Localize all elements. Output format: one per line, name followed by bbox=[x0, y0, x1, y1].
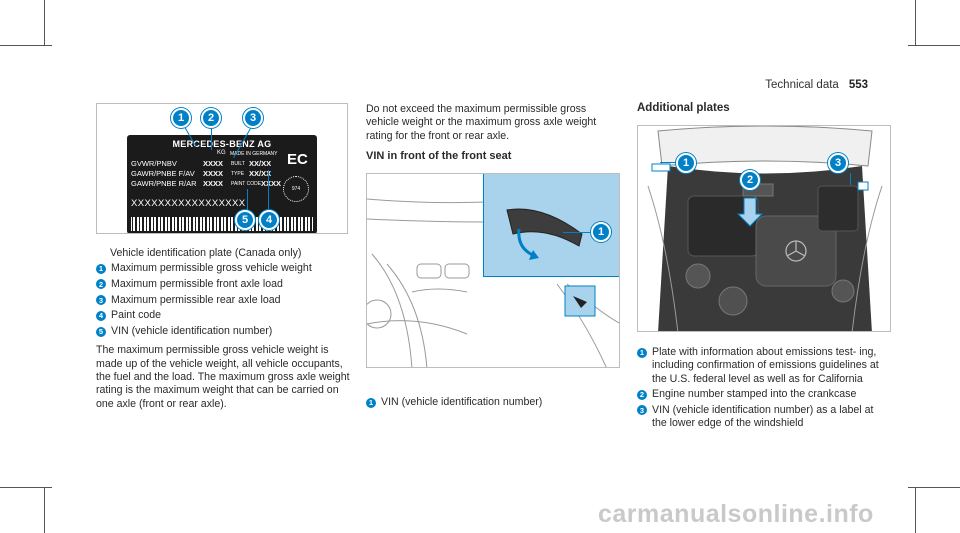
callout-5: 5 bbox=[235, 210, 255, 230]
list-item: 5 VIN (vehicle identification number) bbox=[96, 325, 351, 338]
callout-3: 3 bbox=[828, 153, 848, 173]
plate-kg: KG bbox=[217, 150, 226, 156]
item-number: 2 bbox=[96, 279, 106, 290]
item-text: Engine number stamped into the crankcase bbox=[652, 388, 857, 401]
list-item: 1 VIN (vehicle identification number) bbox=[366, 396, 620, 409]
list-item: 4 Paint code bbox=[96, 309, 351, 322]
item-text: Maximum permissible front axle load bbox=[111, 277, 283, 290]
crop-mark bbox=[915, 0, 916, 46]
plate-made-in: MADE IN GERMANY bbox=[230, 151, 278, 157]
callout-leader bbox=[247, 189, 248, 212]
callout-1: 1 bbox=[676, 153, 696, 173]
crop-mark bbox=[44, 0, 45, 46]
callout-1: 1 bbox=[591, 222, 611, 242]
column-3-legend: 1 Plate with information about emissions … bbox=[637, 346, 891, 433]
item-number: 2 bbox=[637, 389, 647, 400]
plate-company: MERCEDES-BENZ AG bbox=[172, 139, 272, 149]
callout-leader bbox=[850, 173, 851, 185]
item-number: 1 bbox=[96, 263, 106, 274]
crop-mark bbox=[908, 45, 960, 46]
callout-4: 4 bbox=[259, 210, 279, 230]
body-paragraph: The maximum permissible gross vehicle we… bbox=[96, 344, 350, 410]
callout-leader bbox=[563, 232, 593, 233]
item-number: 3 bbox=[637, 405, 647, 416]
crop-mark bbox=[908, 487, 960, 488]
callout-2: 2 bbox=[740, 170, 760, 190]
plate-figure: MERCEDES-BENZ AG KG MADE IN GERMANY GVWR… bbox=[96, 103, 348, 234]
column-2-text: Do not exceed the maximum permissible gr… bbox=[366, 103, 620, 169]
plate-barcode bbox=[131, 217, 313, 231]
seat-illustration bbox=[367, 198, 619, 367]
watermark: carmanualsonline.info bbox=[598, 500, 874, 528]
list-item: 2 Engine number stamped into the crankcas… bbox=[637, 388, 891, 401]
column-1-text: Vehicle identification plate (Canada onl… bbox=[96, 247, 351, 411]
identification-plate: MERCEDES-BENZ AG KG MADE IN GERMANY GVWR… bbox=[127, 135, 317, 233]
callout-1: 1 bbox=[171, 108, 191, 128]
list-item: 3 Maximum permissible rear axle load bbox=[96, 294, 351, 307]
vin-plate-detail bbox=[506, 208, 596, 317]
list-item: 1 Plate with information about emissions … bbox=[637, 346, 891, 386]
callout-leader bbox=[211, 125, 212, 150]
crop-mark bbox=[44, 487, 45, 533]
seat-figure: 1 bbox=[366, 173, 620, 368]
plate-row-label: GAWR/PNBE F/AV bbox=[131, 169, 195, 178]
certification-seal: 974 bbox=[283, 176, 309, 202]
plate-row-label: GAWR/PNBE R/AR bbox=[131, 179, 197, 188]
item-text: VIN (vehicle identification number) as a… bbox=[652, 403, 874, 430]
crop-mark bbox=[915, 487, 916, 533]
item-text: Plate with information about emissions t… bbox=[652, 346, 879, 385]
page-number: 553 bbox=[848, 79, 868, 91]
item-number: 1 bbox=[637, 347, 647, 358]
subheading: VIN in front of the front seat bbox=[366, 149, 512, 162]
figure-caption: Vehicle identification plate (Canada onl… bbox=[110, 247, 302, 259]
list-item: 3 VIN (vehicle identification number) as … bbox=[637, 404, 891, 431]
list-item: 2 Maximum permissible front axle load bbox=[96, 278, 351, 291]
callout-leader bbox=[660, 162, 678, 163]
plate-built-label: BUILT bbox=[231, 161, 245, 167]
column-2-legend: 1 VIN (vehicle identification number) bbox=[366, 396, 620, 412]
plate-paint-label: PAINT CODE bbox=[231, 181, 262, 187]
page-header: Technical data 553 bbox=[765, 79, 868, 91]
item-text: VIN (vehicle identification number) bbox=[381, 396, 543, 408]
callout-2: 2 bbox=[201, 108, 221, 128]
callout-leader bbox=[268, 170, 269, 212]
plate-row-value: XXXX bbox=[203, 179, 224, 188]
engine-bay-illustration bbox=[638, 126, 890, 331]
intro-paragraph: Do not exceed the maximum permissible gr… bbox=[366, 103, 597, 142]
section-heading: Additional plates bbox=[637, 102, 730, 114]
section-title: Technical data bbox=[765, 79, 839, 91]
item-number: 5 bbox=[96, 326, 106, 337]
item-number: 1 bbox=[366, 397, 376, 408]
item-number: 3 bbox=[96, 295, 106, 306]
plate-row-value: XXXX bbox=[203, 159, 224, 168]
engine-figure: 1 2 3 bbox=[637, 125, 891, 332]
crop-mark bbox=[0, 45, 52, 46]
ec-mark: EC bbox=[287, 151, 308, 168]
item-text: Maximum permissible gross vehicle weight bbox=[111, 262, 312, 275]
plate-row-value: XXXX bbox=[203, 169, 224, 178]
item-text: Maximum permissible rear axle load bbox=[111, 293, 281, 306]
plate-row-label: GVWR/PNBV bbox=[131, 159, 177, 168]
item-text: Paint code bbox=[111, 309, 162, 322]
item-text: VIN (vehicle identification number) bbox=[111, 325, 273, 338]
column-3-heading: Additional plates bbox=[637, 102, 891, 115]
item-number: 4 bbox=[96, 310, 106, 321]
plate-type-value: XX/XX bbox=[249, 169, 272, 178]
list-item: 1 Maximum permissible gross vehicle weigh… bbox=[96, 262, 351, 275]
crop-mark bbox=[0, 487, 52, 488]
callout-3: 3 bbox=[243, 108, 263, 128]
plate-built-value: XX/XX bbox=[249, 159, 272, 168]
plate-vin: XXXXXXXXXXXXXXXXX bbox=[131, 198, 246, 209]
plate-type-label: TYPE bbox=[231, 171, 245, 177]
plate-paint-value: XXXX bbox=[261, 179, 282, 188]
